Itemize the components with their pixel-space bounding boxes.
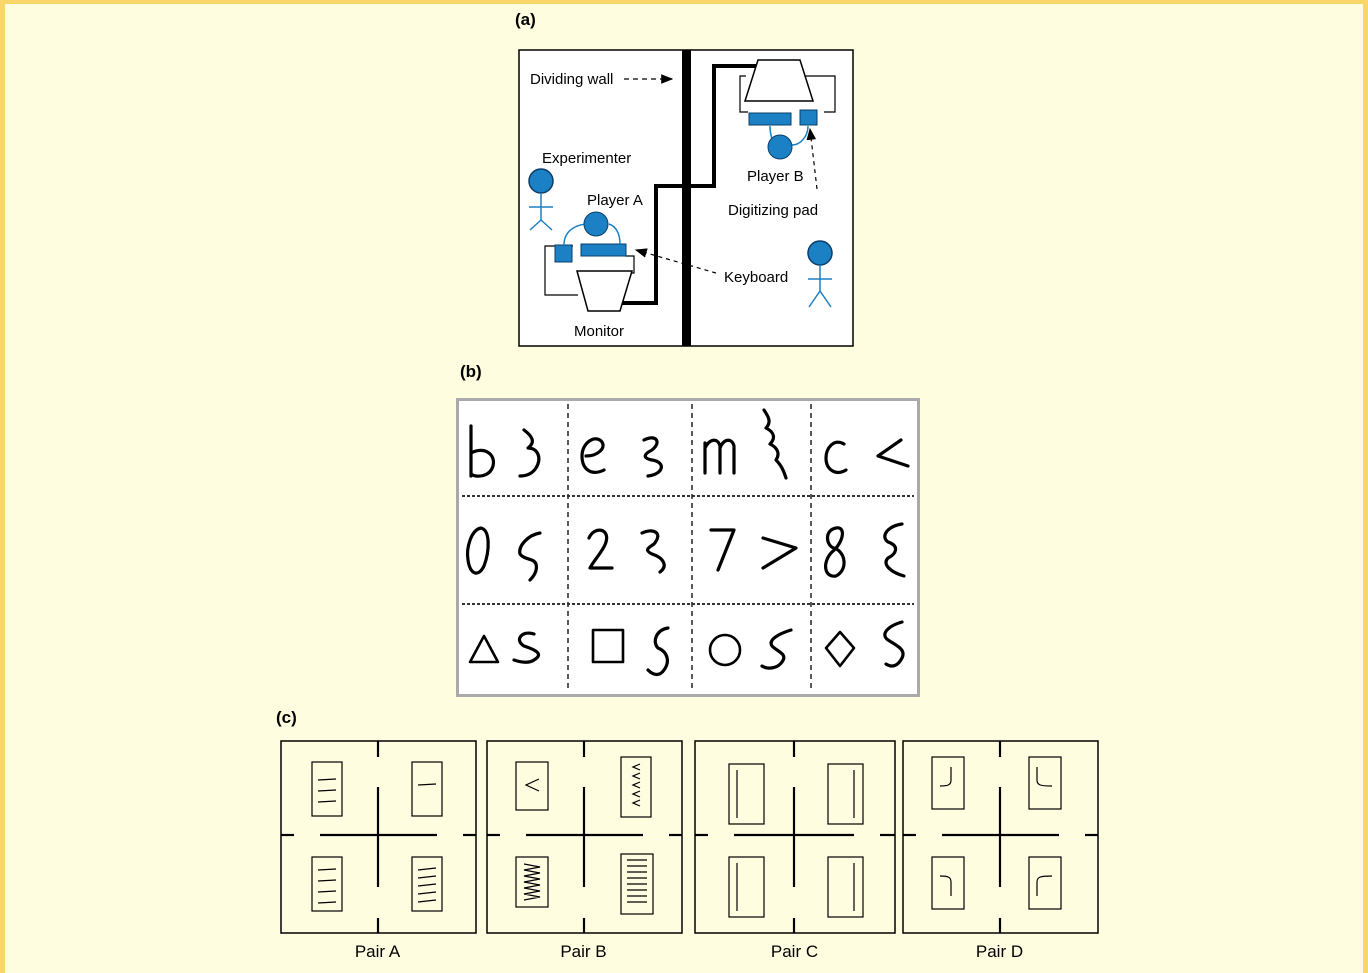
pair-c-box (694, 740, 896, 934)
panel-c-label: (c) (276, 708, 297, 727)
digitizing-pad-a (554, 244, 573, 263)
player-a-label: Player A (587, 192, 643, 209)
panel-b-grid (456, 398, 920, 697)
player-b-label: Player B (747, 168, 804, 185)
dividing-wall (682, 50, 691, 346)
pair-a-label: Pair A (354, 942, 401, 961)
monitor-a (576, 270, 634, 312)
panel-a-diagram: Dividing wall Experimenter Player A Play… (518, 49, 854, 347)
player-a-station (544, 211, 635, 312)
cell-triangle (468, 631, 540, 664)
player-a-figure (583, 211, 609, 237)
pair-d-box (902, 740, 1099, 934)
pair-c-label: Pair C (770, 942, 819, 961)
cell-e (580, 436, 663, 478)
digitizing-pad-b (799, 109, 818, 126)
experimenter-label: Experimenter (542, 150, 631, 167)
monitor-b (743, 59, 815, 102)
player-b-figure (767, 134, 793, 160)
keyboard-b (748, 112, 792, 126)
cell-b (469, 424, 541, 478)
cell-circle (708, 628, 793, 670)
cell-0 (465, 526, 542, 582)
cell-2 (587, 528, 666, 574)
second-experimenter-figure (807, 240, 833, 308)
cell-c (824, 438, 910, 474)
cell-8 (824, 522, 906, 578)
pair-b-box (486, 740, 683, 934)
dividing-wall-label: Dividing wall (530, 71, 613, 88)
cell-m (703, 408, 788, 480)
panel-c-pairs (280, 740, 1099, 934)
player-b-station (739, 59, 836, 160)
monitor-label: Monitor (574, 323, 624, 340)
panel-a-label: (a) (515, 10, 536, 29)
experimenter-figure (528, 168, 554, 231)
pair-b-label: Pair B (560, 942, 607, 961)
digitizing-pad-label: Digitizing pad (728, 202, 818, 219)
pair-d-label: Pair D (975, 942, 1024, 961)
cable (605, 64, 765, 305)
keyboard-label: Keyboard (724, 269, 788, 286)
panel-b-label: (b) (460, 362, 482, 381)
cell-7 (709, 528, 798, 572)
cell-square (591, 626, 670, 677)
pair-a-box (280, 740, 477, 934)
cell-diamond (824, 620, 905, 668)
keyboard-a (580, 243, 627, 257)
